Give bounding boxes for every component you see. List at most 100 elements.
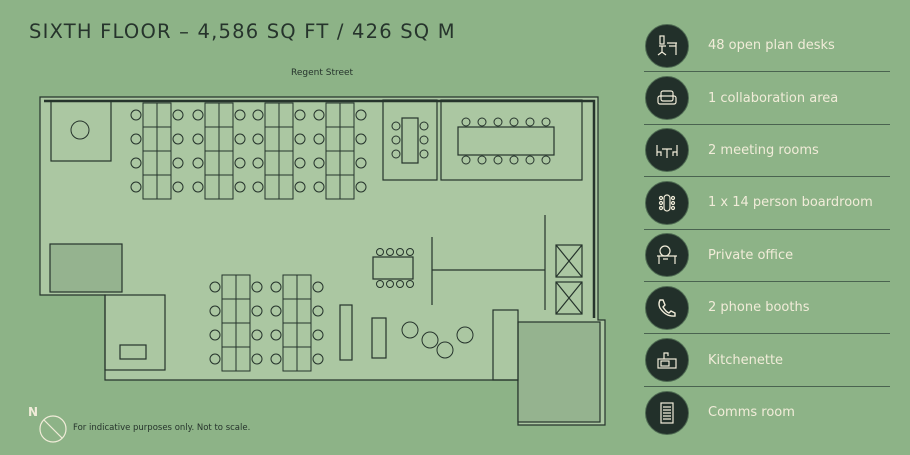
chair xyxy=(419,121,429,131)
chair xyxy=(270,281,282,293)
chair xyxy=(396,280,404,288)
chair xyxy=(192,157,204,169)
amenity-label: 2 phone booths xyxy=(708,300,810,316)
chair xyxy=(376,248,384,256)
round-table xyxy=(401,321,419,339)
desk xyxy=(339,174,355,200)
chair xyxy=(172,157,184,169)
chair xyxy=(294,133,306,145)
amenity-item: Comms room xyxy=(644,387,890,439)
chair xyxy=(312,281,324,293)
chair xyxy=(130,181,142,193)
chair xyxy=(509,155,519,165)
chair xyxy=(386,248,394,256)
chair xyxy=(192,181,204,193)
collab-table xyxy=(372,256,414,280)
compass-icon xyxy=(39,415,67,443)
chair xyxy=(252,133,264,145)
private-desk xyxy=(119,344,147,360)
chair xyxy=(270,305,282,317)
chair xyxy=(419,149,429,159)
amenity-item: Kitchenette xyxy=(644,334,890,387)
amenity-label: Comms room xyxy=(708,405,795,421)
exterior-wall xyxy=(44,99,596,318)
chair xyxy=(209,305,221,317)
chair xyxy=(493,117,503,127)
disclaimer: For indicative purposes only. Not to sca… xyxy=(73,423,251,433)
chair xyxy=(252,157,264,169)
chair xyxy=(251,281,263,293)
boardroom-table xyxy=(457,126,555,156)
chair xyxy=(313,181,325,193)
floor-plan xyxy=(39,96,606,426)
amenities-list: 48 open plan desks 1 collaboration area … xyxy=(644,20,890,439)
chair xyxy=(130,133,142,145)
amenity-label: Kitchenette xyxy=(708,352,784,368)
chair xyxy=(477,117,487,127)
chair xyxy=(312,353,324,365)
private-office xyxy=(104,294,166,371)
amenity-label: Private office xyxy=(708,247,794,263)
round-table xyxy=(70,120,90,140)
chair xyxy=(294,157,306,169)
chair xyxy=(525,117,535,127)
amenity-item: 2 phone booths xyxy=(644,282,890,335)
phone-booth xyxy=(371,317,387,359)
chair xyxy=(209,329,221,341)
chair xyxy=(376,280,384,288)
chair xyxy=(355,133,367,145)
chair xyxy=(251,329,263,341)
chair xyxy=(270,353,282,365)
chair xyxy=(130,157,142,169)
amenity-item: 48 open plan desks xyxy=(644,20,890,73)
boardroom xyxy=(440,99,583,181)
chair xyxy=(251,353,263,365)
desk-chair-icon xyxy=(645,23,689,68)
chair xyxy=(312,329,324,341)
chair xyxy=(312,305,324,317)
chair xyxy=(209,281,221,293)
page-title: SIXTH FLOOR – 4,586 SQ FT / 426 SQ M xyxy=(29,20,456,43)
desk xyxy=(278,174,294,200)
chair xyxy=(209,353,221,365)
amenity-item: 1 x 14 person boardroom xyxy=(644,177,890,230)
kitchen-sink-icon xyxy=(645,338,689,383)
chair xyxy=(313,157,325,169)
chair xyxy=(234,109,246,121)
chair xyxy=(313,109,325,121)
chair xyxy=(251,305,263,317)
server-rack-icon xyxy=(645,390,689,435)
chair xyxy=(234,181,246,193)
chair xyxy=(509,117,519,127)
chair xyxy=(252,181,264,193)
chair xyxy=(477,155,487,165)
chair xyxy=(192,109,204,121)
chair xyxy=(406,280,414,288)
chair xyxy=(313,133,325,145)
boardroom-icon xyxy=(645,180,689,225)
chair xyxy=(493,155,503,165)
partition xyxy=(431,215,546,310)
round-table xyxy=(436,341,454,359)
amenity-item: Private office xyxy=(644,230,890,282)
meeting-room-small xyxy=(382,99,438,181)
amenity-label: 1 x 14 person boardroom xyxy=(708,195,873,211)
desk xyxy=(218,174,234,200)
chair xyxy=(294,181,306,193)
chair xyxy=(525,155,535,165)
chair xyxy=(172,133,184,145)
chair xyxy=(461,117,471,127)
lift-1 xyxy=(555,244,583,278)
chair xyxy=(355,109,367,121)
chair xyxy=(419,135,429,145)
chair xyxy=(355,181,367,193)
chair xyxy=(391,149,401,159)
chair xyxy=(234,157,246,169)
chair xyxy=(294,109,306,121)
desk xyxy=(156,174,172,200)
comms-room xyxy=(492,309,519,381)
round-table xyxy=(456,326,474,344)
chair xyxy=(396,248,404,256)
chair xyxy=(130,109,142,121)
round-table xyxy=(421,331,439,349)
